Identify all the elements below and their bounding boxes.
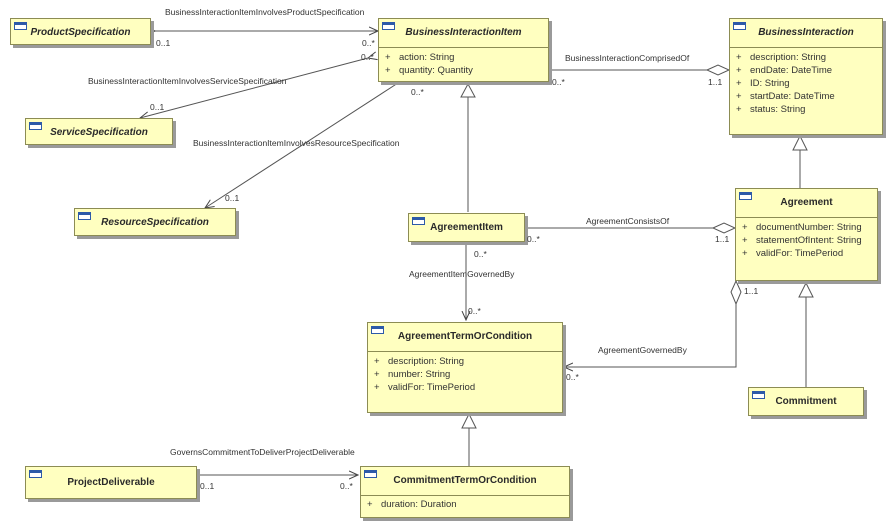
assoc-line-bii-resource	[205, 83, 398, 208]
class-icon	[382, 22, 395, 30]
attribute: +number: String	[374, 369, 451, 380]
class-name: ResourceSpecification	[101, 217, 209, 228]
attribute: +quantity: Quantity	[385, 65, 473, 76]
generalization-triangle	[798, 281, 814, 298]
attribute: +validFor: TimePeriod	[742, 248, 844, 259]
class-separator	[361, 495, 569, 496]
assoc-label-bii-resource: BusinessInteractionItemInvolvesResourceS…	[193, 138, 400, 148]
aggregation-diamond	[711, 222, 737, 234]
attribute: +validFor: TimePeriod	[374, 382, 476, 393]
multiplicity-label: 0..*	[474, 249, 487, 259]
class-separator	[730, 47, 882, 48]
multiplicity-label: 0..*	[566, 372, 579, 382]
multiplicity-label: 1..1	[708, 77, 723, 87]
assoc-line-agreement-governed	[564, 304, 737, 367]
class-service-specification[interactable]: ServiceSpecification	[25, 118, 173, 145]
attribute: +startDate: DateTime	[736, 91, 835, 102]
class-project-deliverable[interactable]: ProjectDeliverable	[25, 466, 197, 499]
attribute: +endDate: DateTime	[736, 65, 833, 76]
attribute-list: +description: String +number: String +va…	[368, 352, 562, 394]
attribute-list: +duration: Duration	[361, 496, 569, 511]
class-icon	[739, 192, 752, 200]
class-business-interaction-item[interactable]: BusinessInteractionItem +action: String …	[378, 18, 549, 82]
class-icon	[78, 212, 91, 220]
aggregation-diamond	[730, 279, 742, 306]
attribute-list: +description: String +endDate: DateTime …	[730, 48, 882, 116]
multiplicity-label: 0..1	[150, 102, 165, 112]
multiplicity-label: 0..*	[527, 234, 540, 244]
assoc-line-bii-service	[140, 58, 368, 118]
attribute: +duration: Duration	[367, 499, 457, 510]
assoc-label-bii-service: BusinessInteractionItemInvolvesServiceSp…	[88, 76, 287, 86]
class-name: AgreementItem	[430, 222, 503, 233]
multiplicity-label: 1..1	[715, 234, 730, 244]
multiplicity-label: 0..*	[552, 77, 565, 87]
class-name: BusinessInteractionItem	[405, 27, 522, 38]
class-name: ProjectDeliverable	[67, 477, 155, 488]
class-name: AgreementTermOrCondition	[397, 331, 533, 342]
generalization-triangle	[460, 82, 476, 98]
class-icon	[29, 122, 42, 130]
class-business-interaction[interactable]: BusinessInteraction +description: String…	[729, 18, 883, 135]
assoc-label-bii-product: BusinessInteractionItemInvolvesProductSp…	[165, 7, 365, 17]
attribute: +statementOfIntent: String	[742, 235, 862, 246]
class-separator	[379, 47, 548, 48]
generalization-triangle	[792, 134, 808, 151]
attribute: +ID: String	[736, 78, 790, 89]
multiplicity-label: 0..1	[156, 38, 171, 48]
class-icon	[371, 326, 384, 334]
class-icon	[364, 470, 377, 478]
assoc-label-agreement-consists: AgreementConsistsOf	[586, 216, 670, 226]
assoc-label-bi-comprised: BusinessInteractionComprisedOf	[565, 53, 690, 63]
class-commitment-term-or-condition[interactable]: CommitmentTermOrCondition +duration: Dur…	[360, 466, 570, 518]
generalization-triangle	[461, 412, 477, 429]
attribute: +documentNumber: String	[742, 222, 862, 233]
class-icon	[14, 22, 27, 30]
class-commitment[interactable]: Commitment	[748, 387, 864, 416]
assoc-label-agreement-item-governed: AgreementItemGovernedBy	[409, 269, 515, 279]
class-name: ProductSpecification	[30, 27, 131, 38]
multiplicity-label: 0..1	[225, 193, 240, 203]
class-agreement-item[interactable]: AgreementItem	[408, 213, 525, 242]
attribute-list: +action: String +quantity: Quantity	[379, 48, 548, 77]
class-name: BusinessInteraction	[758, 27, 854, 38]
class-icon	[412, 217, 425, 225]
multiplicity-label: 0..*	[340, 481, 353, 491]
class-product-specification[interactable]: ProductSpecification	[10, 18, 151, 45]
class-name: Agreement	[780, 197, 833, 208]
class-name: CommitmentTermOrCondition	[393, 475, 537, 486]
class-separator	[368, 351, 562, 352]
attribute: +status: String	[736, 104, 806, 115]
class-icon	[752, 391, 765, 399]
class-agreement[interactable]: Agreement +documentNumber: String +state…	[735, 188, 878, 281]
multiplicity-label: 0..*	[362, 38, 375, 48]
attribute: +action: String	[385, 52, 455, 63]
assoc-label-agreement-governed: AgreementGovernedBy	[598, 345, 687, 355]
multiplicity-label: 0..*	[411, 87, 424, 97]
class-agreement-term-or-condition[interactable]: AgreementTermOrCondition +description: S…	[367, 322, 563, 413]
attribute: +description: String	[736, 52, 827, 63]
aggregation-diamond	[705, 64, 731, 76]
class-name: Commitment	[775, 396, 837, 407]
attribute: +description: String	[374, 356, 465, 367]
attribute-list: +documentNumber: String +statementOfInte…	[736, 218, 877, 260]
multiplicity-label: 0..*	[361, 52, 374, 62]
class-icon	[29, 470, 42, 478]
multiplicity-label: 0..1	[200, 481, 215, 491]
class-resource-specification[interactable]: ResourceSpecification	[74, 208, 236, 236]
multiplicity-label: 0..*	[468, 306, 481, 316]
class-name: ServiceSpecification	[50, 127, 148, 138]
class-separator	[736, 217, 877, 218]
multiplicity-label: 1..1	[744, 286, 759, 296]
assoc-label-governs-commitment: GovernsCommitmentToDeliverProjectDeliver…	[170, 447, 355, 457]
class-icon	[733, 22, 746, 30]
